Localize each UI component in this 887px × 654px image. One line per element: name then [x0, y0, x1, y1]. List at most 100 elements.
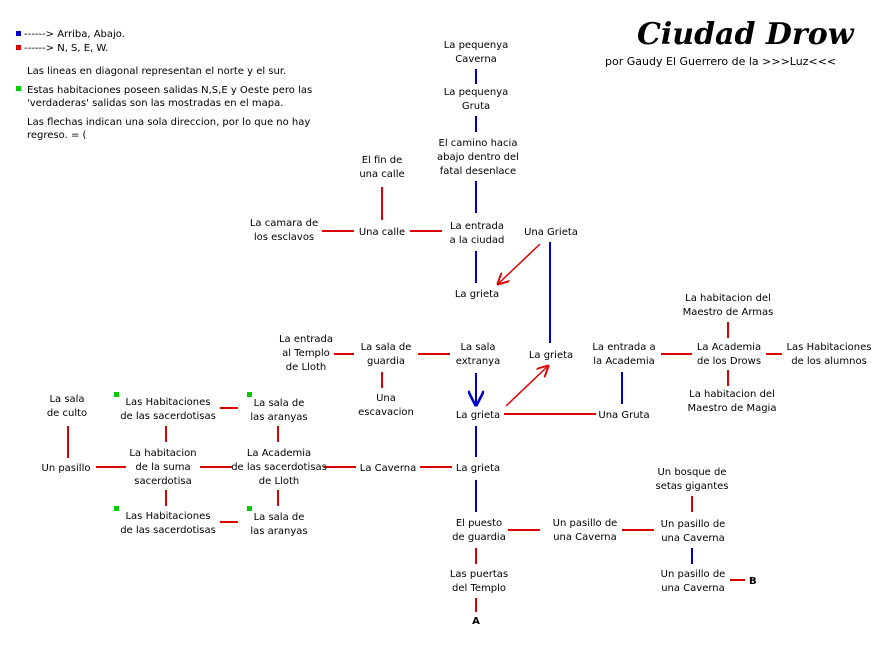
room-label-line: La grieta: [456, 410, 500, 421]
room-label-line: Un pasillo: [42, 463, 91, 474]
room-label-line: sacerdotisa: [134, 476, 191, 487]
room-label-line: La sala de: [361, 342, 412, 353]
green-mark-sacerdotisas-bot: [114, 506, 119, 511]
room-grieta-3: La grieta: [456, 463, 500, 474]
room-label-line: La entrada: [450, 221, 504, 232]
room-puesto-guardia: El puesto de guardia: [452, 518, 506, 543]
green-markers: [114, 392, 252, 511]
room-pasillo-caverna-2: Un pasillo de una Caverna: [661, 519, 726, 544]
green-mark-aranyas-top: [247, 392, 252, 397]
room-label-line: Las Habitaciones: [125, 397, 210, 408]
room-label-line: La Academia: [697, 342, 761, 353]
room-habitaciones-sacerdotisas-top: Las Habitaciones de las sacerdotisas: [120, 397, 216, 422]
room-label-line: Un pasillo de: [661, 519, 726, 530]
room-label-line: La pequenya: [444, 40, 509, 51]
legend-green-text-1: Estas habitaciones poseen salidas N,S,E …: [27, 85, 312, 96]
room-label-line: Una calle: [359, 227, 405, 238]
vertical-connections: [476, 69, 693, 564]
room-una-grieta: Una Grieta: [524, 227, 578, 238]
room-grieta-2: La grieta: [456, 410, 500, 421]
green-mark-sacerdotisas-top: [114, 392, 119, 397]
horizontal-connections: [67, 187, 782, 612]
map-credit: por Gaudy El Guerrero de la >>>Luz<<<: [605, 55, 836, 68]
room-label-line: Las Habitaciones: [786, 342, 871, 353]
room-sala-extranya: La sala extranya: [456, 342, 500, 367]
room-label-line: extranya: [456, 356, 500, 367]
room-label-line: La grieta: [456, 463, 500, 474]
room-label-line: La sala: [460, 342, 495, 353]
room-label-line: las aranyas: [250, 412, 307, 423]
room-label-line: La sala de: [254, 512, 305, 523]
room-label-line: Gruta: [462, 101, 490, 112]
legend-arrows-text-1: Las flechas indican una sola direccion, …: [27, 117, 310, 128]
room-label-line: de la suma: [135, 462, 190, 473]
legend-red-swatch: [16, 45, 21, 50]
room-sala-culto: La sala de culto: [47, 394, 87, 419]
room-label-line: La grieta: [455, 289, 499, 300]
legend-blue-text: ------> Arriba, Abajo.: [24, 29, 125, 40]
room-label-line: La sala: [49, 394, 84, 405]
room-label-line: abajo dentro del: [437, 152, 519, 163]
arrow-grieta-to-grieta-right: [505, 366, 548, 407]
room-un-pasillo: Un pasillo: [42, 463, 91, 474]
room-label-line: de guardia: [452, 532, 506, 543]
legend-red-text: ------> N, S, E, W.: [24, 43, 108, 54]
room-label-line: escavacion: [358, 407, 414, 418]
room-label-line: Caverna: [455, 54, 497, 65]
room-label-line: El puesto: [456, 518, 502, 529]
room-habitaciones-alumnos: Las Habitaciones de los alumnos: [786, 342, 871, 367]
room-label-line: El fin de: [362, 155, 403, 166]
room-label-line: Maestro de Armas: [683, 307, 774, 318]
room-label-line: una Caverna: [661, 583, 725, 594]
room-label-line: de Lloth: [259, 476, 299, 487]
room-grieta-1: La grieta: [455, 289, 499, 300]
room-una-calle: Una calle: [359, 227, 405, 238]
room-label-line: la Academia: [593, 356, 655, 367]
marker-b: B: [749, 576, 757, 587]
room-label-line: El camino hacia: [439, 138, 518, 149]
room-label-line: La pequenya: [444, 87, 509, 98]
room-label-line: una Caverna: [661, 533, 725, 544]
room-label-line: a la ciudad: [450, 235, 505, 246]
room-label-line: de las sacerdotisas: [120, 411, 216, 422]
room-label-line: La grieta: [529, 350, 573, 361]
one-way-arrows: [498, 243, 548, 407]
room-label-line: de culto: [47, 408, 87, 419]
green-mark-aranyas-bot: [247, 506, 252, 511]
room-label-line: Un pasillo de: [661, 569, 726, 580]
room-label-line: de Lloth: [286, 362, 326, 373]
room-label-line: La habitacion del: [685, 293, 771, 304]
room-label-line: de los Drows: [697, 356, 761, 367]
legend-green-swatch: [16, 86, 21, 91]
room-label-line: Maestro de Magia: [688, 403, 777, 414]
room-label-line: La Caverna: [360, 463, 416, 474]
legend-green-text-2: 'verdaderas' salidas son las mostradas e…: [27, 98, 283, 109]
room-label-line: al Templo: [282, 348, 330, 359]
room-label-line: Las Habitaciones: [125, 511, 210, 522]
room-label-line: las aranyas: [250, 526, 307, 537]
legend-arrows-text-2: regreso. = (: [27, 130, 87, 141]
room-label-line: setas gigantes: [655, 481, 728, 492]
legend-blue-swatch: [16, 31, 21, 36]
map-title: Ciudad Drow: [637, 17, 855, 52]
room-label-line: fatal desenlace: [440, 166, 516, 177]
room-camino-abajo: El camino hacia abajo dentro del fatal des…: [437, 138, 519, 177]
room-label-line: Una Gruta: [598, 410, 649, 421]
room-label-line: de los alumnos: [791, 356, 867, 367]
room-label-line: La entrada: [279, 334, 333, 345]
